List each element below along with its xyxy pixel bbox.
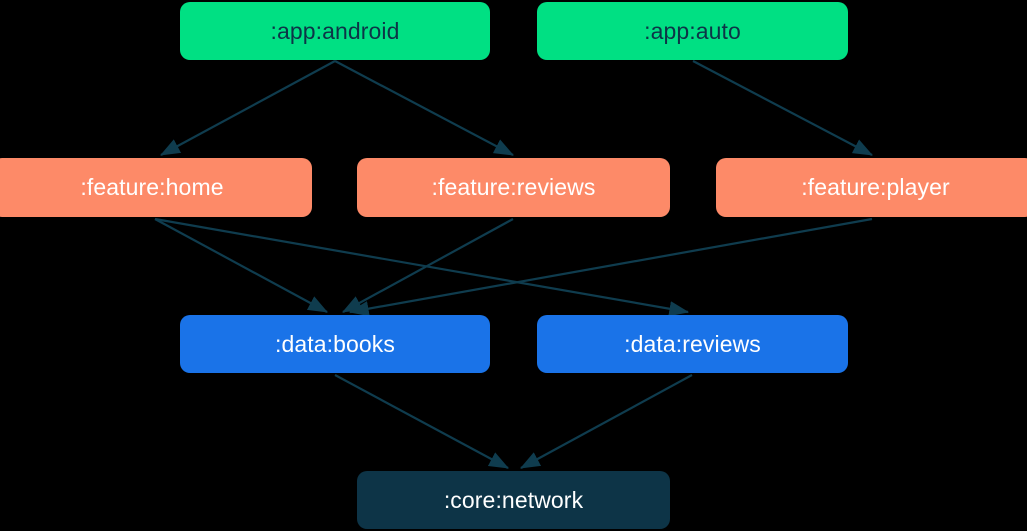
node-data-books[interactable]: :data:books: [180, 315, 490, 373]
node-feature-home[interactable]: :feature:home: [0, 158, 312, 217]
node-label-core-network: :core:network: [443, 486, 584, 513]
node-label-data-books: :data:books: [274, 330, 396, 357]
node-label-data-reviews: :data:reviews: [624, 330, 761, 357]
node-data-reviews[interactable]: :data:reviews: [537, 315, 848, 373]
node-app-android[interactable]: :app:android: [180, 2, 490, 60]
node-label-feature-home: :feature:home: [80, 174, 224, 200]
node-label-app-auto: :app:auto: [644, 17, 741, 44]
node-core-network[interactable]: :core:network: [357, 471, 670, 529]
node-feature-player[interactable]: :feature:player: [716, 158, 1027, 217]
node-feature-reviews[interactable]: :feature:reviews: [357, 158, 670, 217]
node-label-app-android: :app:android: [270, 17, 400, 44]
node-app-auto[interactable]: :app:auto: [537, 2, 848, 60]
node-label-feature-player: :feature:player: [801, 174, 950, 200]
node-label-feature-reviews: :feature:reviews: [431, 174, 596, 200]
